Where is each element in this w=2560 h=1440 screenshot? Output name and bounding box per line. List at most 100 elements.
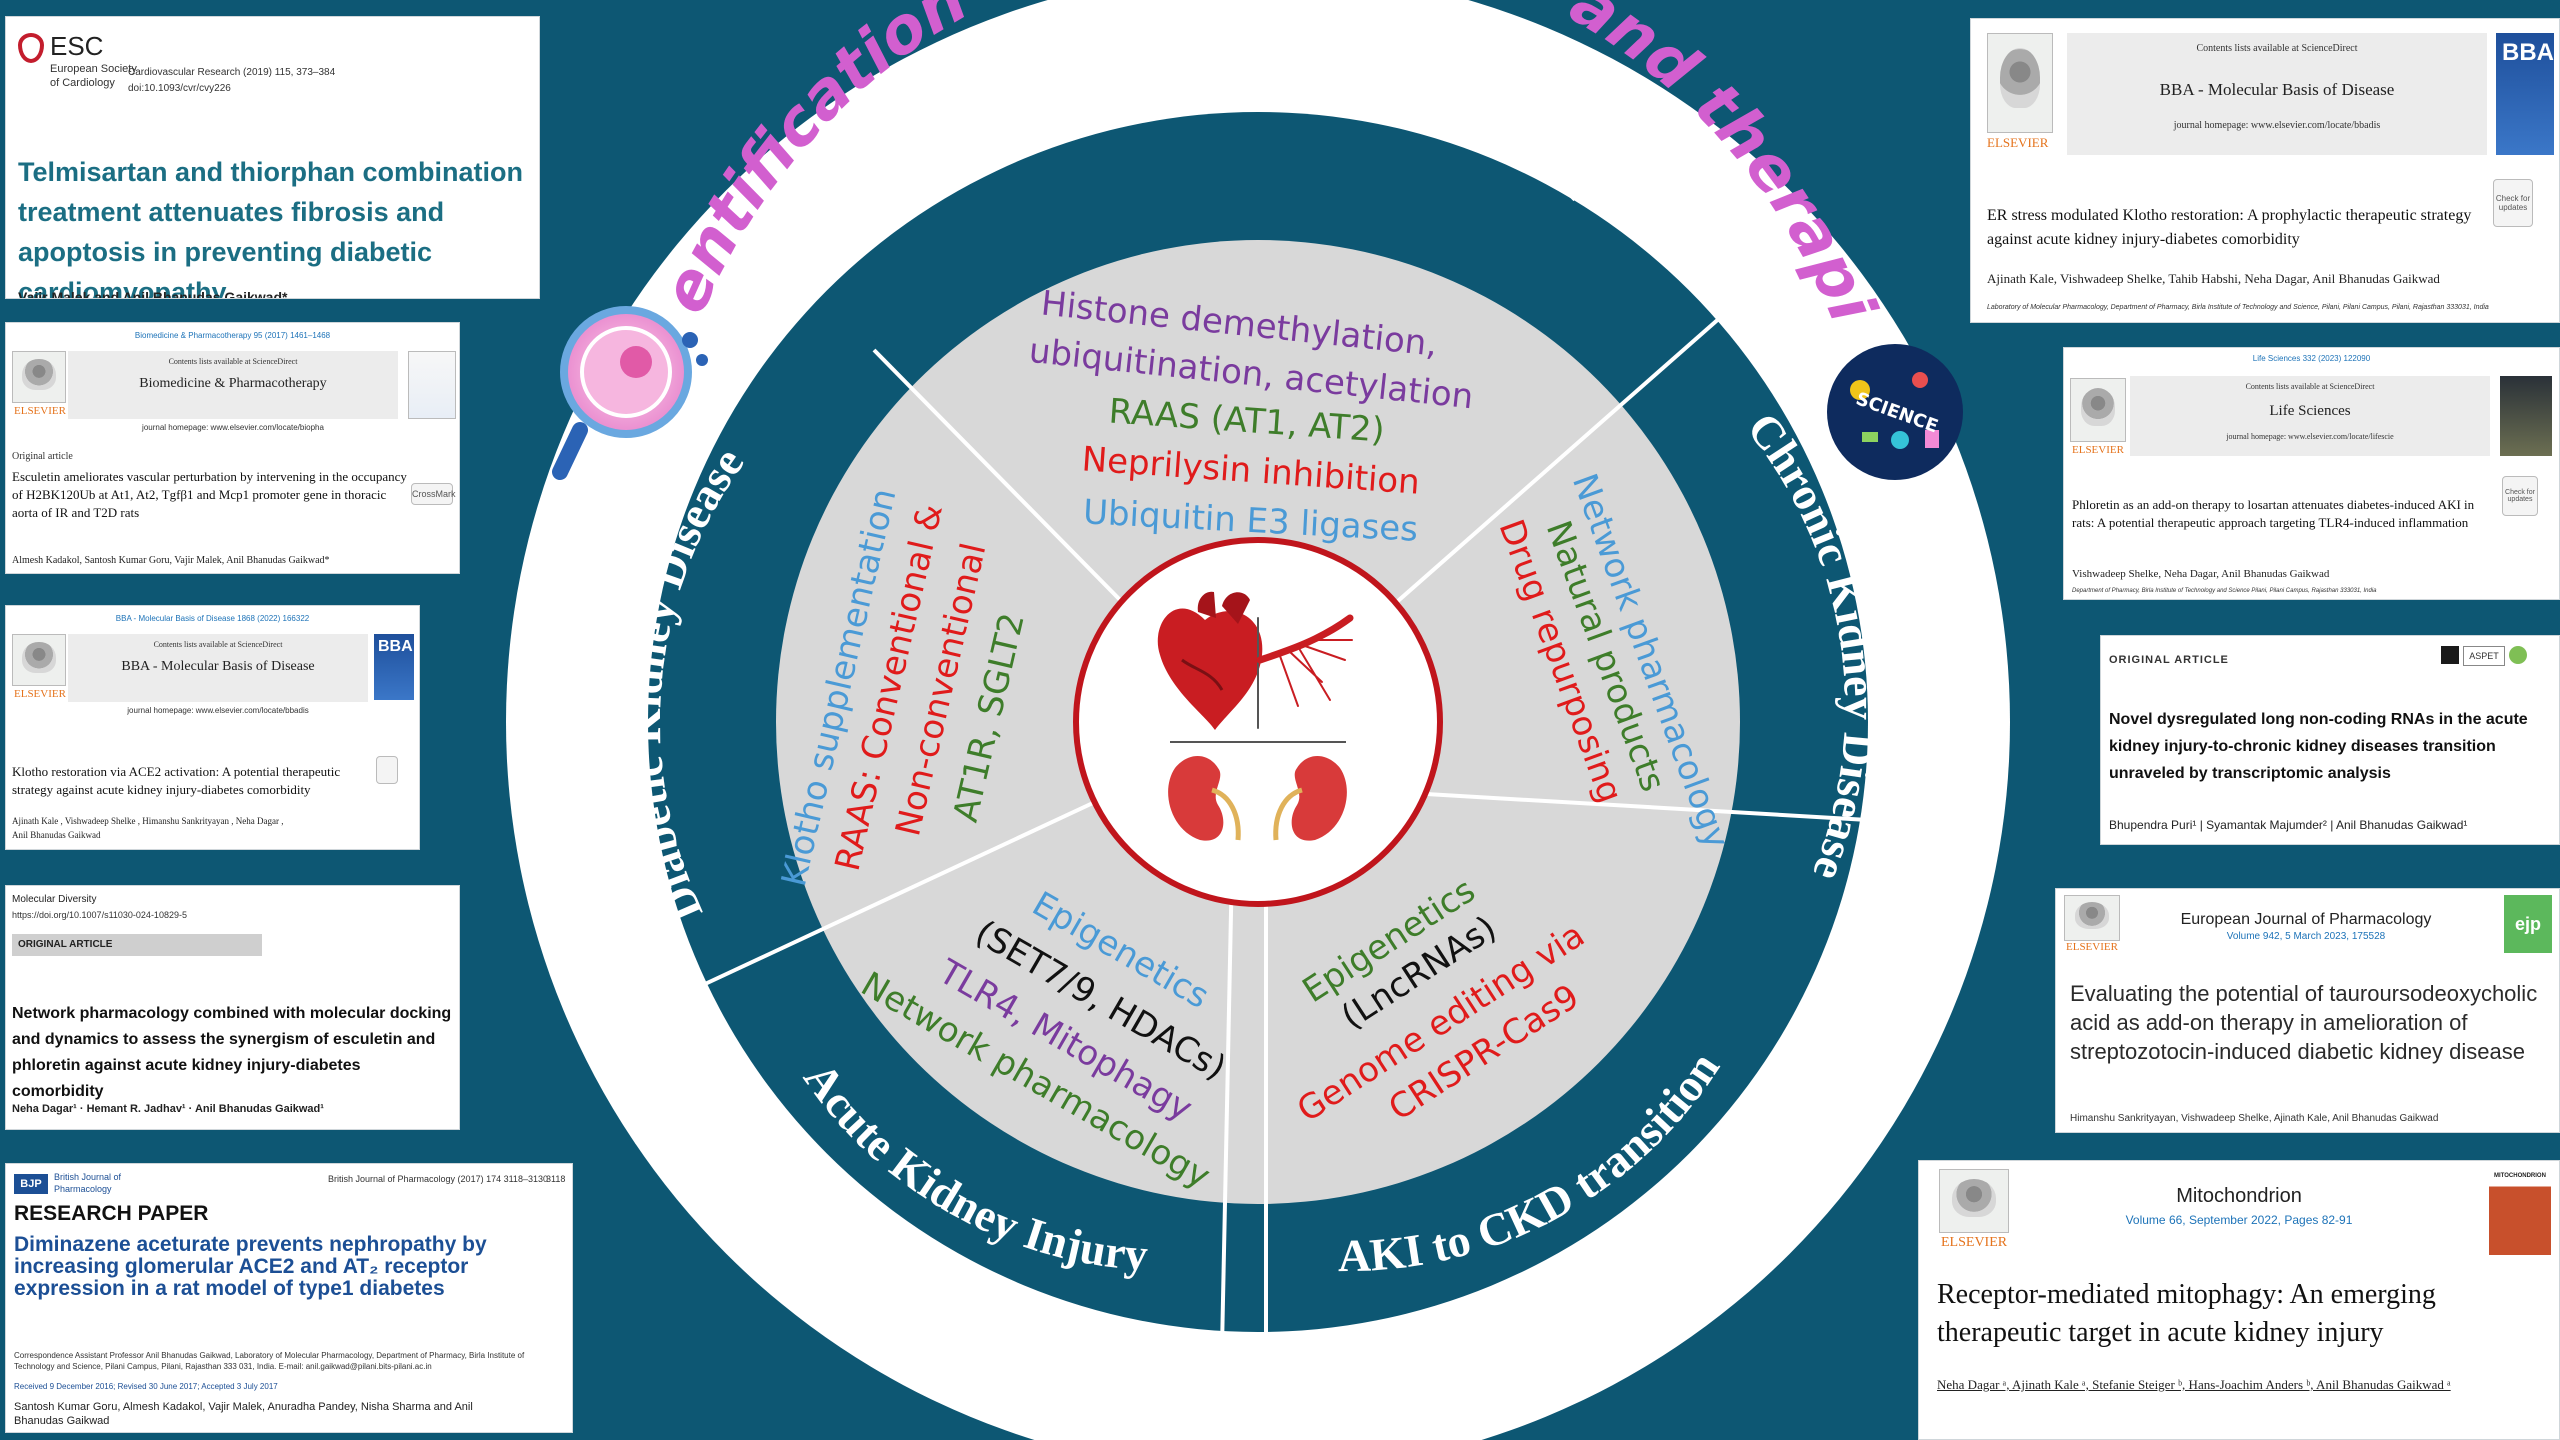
society-sub2: of Cardiology (50, 77, 115, 89)
correspondence: Correspondence Assistant Professor Anil … (14, 1351, 525, 1371)
received-dates: Received 9 December 2016; Revised 30 Jun… (14, 1382, 278, 1391)
sector-dividers (674, 314, 1869, 1349)
paper-card-5[interactable]: BJP British Journal of Pharmacology Brit… (5, 1163, 573, 1433)
journal-line-2: Pharmacology (54, 1184, 112, 1194)
volume: Volume 942, 5 March 2023, 175528 (2226, 931, 2386, 942)
paper-card-7[interactable]: Life Sciences 332 (2023) 122090 ELSEVIER… (2063, 347, 2560, 600)
kidney-icon (1168, 741, 1347, 841)
publisher-logos: ASPET (2441, 644, 2553, 666)
journal-name: Mitochondrion (2176, 1185, 2302, 1207)
paper-card-1[interactable]: ESC European Society of Cardiology Cardi… (5, 16, 540, 299)
publisher-label: ELSEVIER (1941, 1235, 2008, 1250)
elsevier-tree-logo (2070, 378, 2126, 442)
journal-cover: ejp (2504, 895, 2552, 953)
paper-card-4[interactable]: Molecular Diversity https://doi.org/10.1… (5, 885, 460, 1130)
paper-title: Phloretin as an add-on therapy to losart… (2072, 497, 2475, 530)
paper-authors: Bhupendra Puri¹ | Syamantak Majumder² | … (2109, 818, 2468, 832)
aspet-logo: ASPET (2463, 646, 2505, 666)
volume: Volume 66, September 2022, Pages 82-91 (2125, 1213, 2353, 1227)
paper-title: ER stress modulated Klotho restoration: … (1987, 207, 2472, 248)
heart-logo-icon (18, 33, 44, 63)
journal-box: Contents lists available at ScienceDirec… (68, 351, 398, 419)
journal-cover: BBA (2496, 33, 2554, 155)
paper-title: Receptor-mediated mitophagy: An emerging… (1937, 1279, 2436, 1348)
society-sub1: European Society (50, 63, 137, 75)
citation: British Journal of Pharmacology (2017) 1… (328, 1174, 548, 1184)
paper-title: Novel dysregulated long non-coding RNAs … (2109, 711, 2528, 782)
paper-card-3[interactable]: BBA - Molecular Basis of Disease 1868 (2… (5, 605, 420, 850)
journal-cover: BBA (374, 634, 414, 700)
page-number: 3118 (546, 1174, 566, 1184)
journal-homepage: journal homepage: www.elsevier.com/locat… (127, 706, 309, 715)
journal-name: BBA - Molecular Basis of Disease (121, 659, 315, 674)
journal-homepage: journal homepage: www.elsevier.com/locat… (2173, 120, 2381, 131)
journal-header: BBA - Molecular Basis of Disease 1868 (2… (115, 614, 310, 623)
paper-authors: Vajir Malek and Anil Bhanudas Gaikwad* (18, 289, 288, 299)
crossmark-badge: CrossMark (411, 483, 456, 505)
journal-box: Contents lists available at ScienceDirec… (2130, 376, 2490, 456)
science-collage-icon: SCIENCE (1827, 344, 1963, 480)
article-type: ORIGINAL ARTICLE (18, 939, 113, 950)
article-type: RESEARCH PAPER (14, 1202, 209, 1225)
contents-line: Contents lists available at ScienceDirec… (2196, 43, 2358, 54)
paper-authors: Ajinath Kale , Vishwadeep Shelke , Himan… (12, 816, 284, 826)
doi: doi:10.1093/cvr/cvy226 (128, 83, 231, 94)
journal-citation: Cardiovascular Research (2019) 115, 373–… (128, 67, 336, 78)
journal-line-1: British Journal of (54, 1172, 122, 1182)
check-updates-badge: Check for updates (2493, 179, 2533, 227)
journal-header: Life Sciences 332 (2023) 122090 (2252, 354, 2371, 363)
contents-line: Contents lists available at ScienceDirec… (2245, 382, 2375, 391)
paper-authors: Vishwadeep Shelke, Neha Dagar, Anil Bhan… (2072, 568, 2330, 580)
paper-title: Network pharmacology combined with molec… (12, 1005, 452, 1100)
paper-card-10[interactable]: ELSEVIER Mitochondrion Volume 66, Septem… (1918, 1160, 2560, 1440)
journal-name: BBA - Molecular Basis of Disease (2159, 80, 2395, 99)
journal-cover (408, 351, 456, 419)
doi: https://doi.org/10.1007/s11030-024-10829… (12, 910, 187, 920)
journal-homepage: journal homepage: www.elsevier.com/locat… (2226, 432, 2394, 441)
article-type: ORIGINAL ARTICLE (2109, 654, 2229, 666)
paper-title: Diminazene aceturate prevents nephropath… (14, 1233, 487, 1300)
paper-authors: Himanshu Sankrityayan, Vishwadeep Shelke… (2070, 1113, 2439, 1124)
paper-authors: Ajinath Kale, Vishwadeep Shelke, Tahib H… (1987, 271, 2440, 286)
blood-vessel-icon (1256, 614, 1354, 729)
paper-card-8[interactable]: ORIGINAL ARTICLE ASPET Novel dysregulate… (2100, 635, 2560, 845)
contents-line: Contents lists available at ScienceDirec… (153, 640, 283, 649)
paper-authors: Almesh Kadakol, Santosh Kumar Goru, Vaji… (12, 555, 330, 566)
paper-card-6[interactable]: ELSEVIER Contents lists available at Sci… (1970, 18, 2560, 323)
affiliation: Department of Pharmacy, Birla Institute … (2072, 588, 2377, 594)
paper-title: Klotho restoration via ACE2 activation: … (12, 764, 341, 797)
paper-authors: Santosh Kumar Goru, Almesh Kadakol, Vaji… (14, 1401, 473, 1427)
magnifier-cell-icon (552, 306, 708, 480)
elsevier-tree-logo (1987, 33, 2053, 133)
article-type-bar (12, 934, 262, 956)
paper-card-2[interactable]: Biomedicine & Pharmacotherapy 95 (2017) … (5, 322, 460, 574)
paper-title: Esculetin ameliorates vascular perturbat… (12, 469, 407, 520)
heart-icon (1157, 591, 1263, 730)
paper-title: Telmisartan and thiorphan combination tr… (18, 157, 524, 299)
journal-cover: MITOCHONDRION (2489, 1167, 2551, 1255)
paper-card-9[interactable]: ELSEVIER European Journal of Pharmacolog… (2055, 888, 2560, 1133)
publisher-label: ELSEVIER (2066, 941, 2118, 953)
publisher-label: ELSEVIER (1987, 135, 2049, 150)
publisher-label: ELSEVIER (2072, 444, 2124, 456)
journal-name: Life Sciences (2269, 403, 2351, 419)
check-updates-badge: Check for updates (2502, 476, 2538, 516)
paper-authors: Neha Dagar ᵃ, Ajinath Kale ᵃ, Stefanie S… (1937, 1377, 2451, 1392)
journal-name: European Journal of Pharmacology (2180, 911, 2432, 928)
publisher-label: ELSEVIER (14, 405, 66, 417)
journal-name: Molecular Diversity (12, 894, 97, 905)
elsevier-tree-logo (12, 351, 66, 403)
elsevier-tree-logo (2064, 895, 2120, 941)
journal-box: Contents lists available at ScienceDirec… (2067, 33, 2487, 155)
contents-line: Contents lists available at ScienceDirec… (168, 357, 298, 366)
paper-authors-2: Anil Bhanudas Gaikwad (12, 830, 101, 840)
article-type: Original article (12, 451, 73, 462)
publisher-logo: BJP (14, 1174, 48, 1194)
journal-box: Contents lists available at ScienceDirec… (68, 634, 368, 702)
journal-name: Biomedicine & Pharmacotherapy (139, 376, 327, 391)
publisher-label: ELSEVIER (14, 688, 66, 700)
elsevier-tree-logo (12, 634, 66, 686)
affiliation: Laboratory of Molecular Pharmacology, De… (1987, 304, 2489, 311)
paper-title: Evaluating the potential of tauroursodeo… (2070, 981, 2538, 1064)
